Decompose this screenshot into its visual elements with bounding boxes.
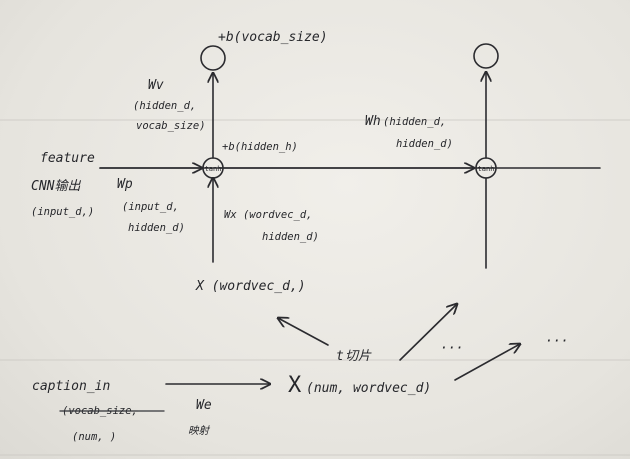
caption-in-label: caption_in (32, 379, 110, 394)
tanh-label-1: tanh (205, 165, 222, 173)
feature-label: feature (40, 151, 95, 166)
wp-dims-line2: hidden_d) (128, 222, 185, 234)
output-node-1 (200, 45, 226, 71)
slice-label: 切片 (345, 349, 372, 364)
paper-grid (0, 119, 630, 456)
wx-label-line2: hidden_d) (262, 231, 319, 243)
wv-dims-line1: (hidden_d, (133, 100, 196, 112)
slice-arrow-left (278, 318, 329, 346)
embedded-x-symbol: X (288, 373, 302, 398)
tanh-node-2 (475, 157, 497, 179)
we-symbol: We (196, 398, 212, 413)
tanh-label-2: tanh (478, 165, 495, 173)
output-node-2 (473, 43, 499, 69)
hidden-bias-label: +b(hidden_h) (222, 141, 298, 153)
slice-arrow-more (454, 344, 520, 381)
wp-symbol: Wp (117, 177, 133, 192)
wx-label-line1: Wx (wordvec_d, (224, 209, 313, 221)
caption-shape-label: (num, ) (72, 431, 116, 443)
feature-source-label: CNN输出 (31, 179, 81, 194)
slice-arrow-right (399, 304, 457, 361)
feature-dims-label: (input_d,) (31, 206, 94, 218)
slice-prefix-label: t (336, 349, 344, 364)
wh-dims-line1: (hidden_d, (383, 116, 446, 128)
output-bias-label: +b(vocab_size) (218, 30, 328, 45)
wh-symbol: Wh (365, 114, 381, 129)
mapping-label: 映射 (188, 425, 210, 437)
wv-dims-line2: vocab_size) (136, 120, 206, 132)
ellipsis-2: ··· (545, 334, 568, 349)
x-input-label: X (wordvec_d,) (195, 279, 306, 294)
wh-dims-line2: hidden_d) (396, 138, 453, 150)
ellipsis-1: ··· (440, 341, 463, 356)
wv-symbol: Wv (148, 78, 164, 93)
wp-dims-line1: (input_d, (122, 201, 179, 213)
tanh-node-1 (202, 157, 224, 179)
embedded-x-dims: (num, wordvec_d) (306, 381, 431, 396)
